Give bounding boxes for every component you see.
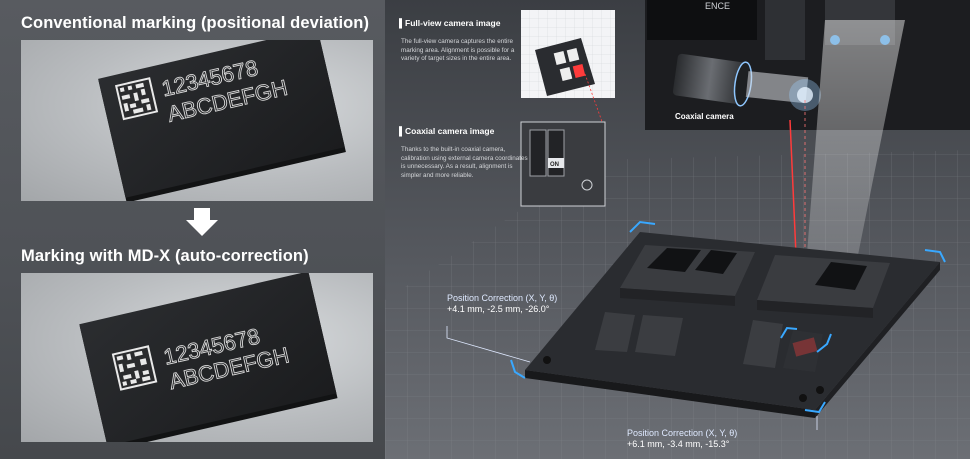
- position-correction-1-values: +4.1 mm, -2.5 mm, -26.0°: [447, 303, 550, 314]
- heading-conventional: Conventional marking (positional deviati…: [21, 14, 370, 32]
- coaxial-inset-image: ON: [520, 121, 606, 207]
- position-correction-2: Position Correction (X, Y, θ) +6.1 mm, -…: [627, 428, 737, 449]
- heading-mdx: Marking with MD-X (auto-correction): [21, 247, 309, 265]
- position-correction-2-values: +6.1 mm, -3.4 mm, -15.3°: [627, 438, 730, 449]
- full-view-inset-image: [521, 10, 615, 131]
- full-view-title: ▌Full-view camera image: [399, 18, 501, 28]
- coaxial-title: ▌Coaxial camera image: [399, 126, 495, 136]
- datamatrix-code: [114, 77, 159, 121]
- scene-illustration: ENCE: [385, 0, 970, 459]
- alignment-markers: [510, 220, 946, 414]
- datamatrix-code: [111, 345, 158, 391]
- on-label: ON: [550, 162, 559, 168]
- coaxial-description: Thanks to the built-in coaxial camera, c…: [401, 146, 528, 179]
- position-correction-1: Position Correction (X, Y, θ) +4.1 mm, -…: [447, 293, 557, 314]
- position-correction-2-title: Position Correction (X, Y, θ): [627, 428, 738, 438]
- comparison-panel: Conventional marking (positional deviati…: [0, 0, 385, 459]
- photo-mdx-marking: 12345678 ABCDEFGH: [21, 273, 373, 442]
- full-view-description: The full-view camera captures the entire…: [401, 38, 515, 63]
- workpiece-base: [525, 232, 940, 418]
- brand-text: ENCE: [705, 1, 730, 11]
- coaxial-camera: [672, 53, 821, 111]
- corrected-plate-illustration: 12345678 ABCDEFGH: [79, 273, 338, 442]
- coaxial-camera-label: Coaxial camera: [675, 112, 734, 121]
- position-correction-1-title: Position Correction (X, Y, θ): [447, 293, 558, 303]
- photo-conventional-marking: 12345678 ABCDEFGH: [21, 40, 373, 201]
- tilted-plate-illustration: 12345678 ABCDEFGH: [98, 40, 346, 201]
- down-arrow-icon: [186, 208, 218, 236]
- callout-line-1: [446, 326, 531, 363]
- mdx-scene: ENCE: [385, 0, 970, 459]
